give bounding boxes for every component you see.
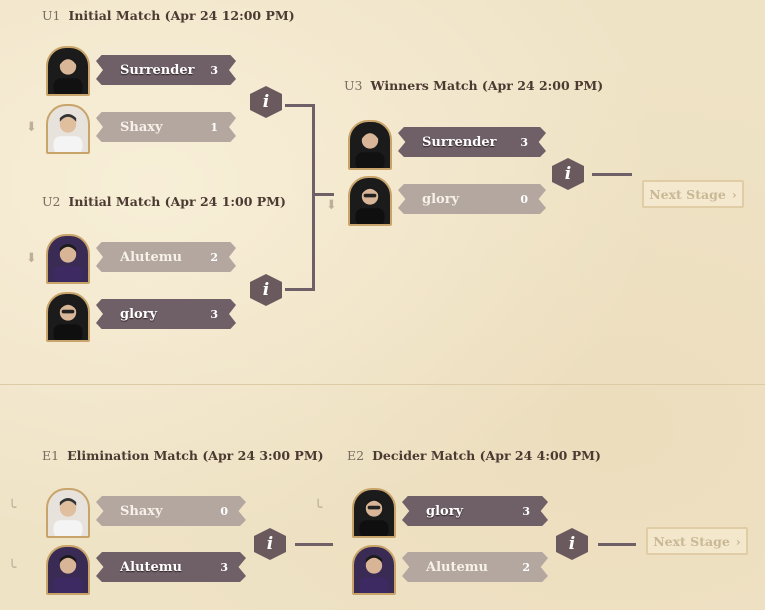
info-icon[interactable]: i — [250, 274, 282, 306]
bracket-connector — [295, 543, 333, 546]
player-banner-u1-2[interactable]: Shaxy 1 — [96, 112, 236, 142]
player-banner-u3-1[interactable]: Surrender 3 — [398, 127, 546, 157]
player-avatar-surrender — [348, 120, 392, 170]
player-score: 3 — [220, 560, 228, 574]
player-name: glory — [426, 503, 464, 519]
bracket-connector — [312, 104, 315, 290]
player-score: 3 — [522, 504, 530, 518]
player-name: Surrender — [422, 134, 497, 150]
player-name: Surrender — [120, 62, 195, 78]
player-banner-u3-2[interactable]: glory 0 — [398, 184, 546, 214]
player-name: glory — [120, 306, 158, 322]
player-banner-u2-1[interactable]: Alutemu 2 — [96, 242, 236, 272]
player-avatar-glory — [46, 292, 90, 342]
player-name: glory — [422, 191, 460, 207]
player-avatar-alutemu — [46, 545, 90, 595]
player-name: Shaxy — [120, 503, 163, 519]
player-banner-u2-2[interactable]: glory 3 — [96, 299, 236, 329]
info-icon[interactable]: i — [250, 86, 282, 118]
arrow-down-icon: ⬇ — [326, 198, 337, 213]
player-score: 1 — [210, 120, 218, 134]
next-stage-button[interactable]: Next Stage › — [642, 180, 744, 208]
player-avatar-shaxy — [46, 488, 90, 538]
player-banner-u1-1[interactable]: Surrender 3 — [96, 55, 236, 85]
player-avatar-surrender — [46, 46, 90, 96]
player-avatar-glory — [352, 488, 396, 538]
player-avatar-shaxy — [46, 104, 90, 154]
player-name: Shaxy — [120, 119, 163, 135]
arrow-down-icon: ⬇ — [26, 251, 37, 266]
player-score: 0 — [220, 504, 228, 518]
bracket-connector — [285, 104, 315, 107]
player-name: Alutemu — [120, 249, 182, 265]
player-banner-e2-1[interactable]: glory 3 — [402, 496, 548, 526]
bracket-hook-icon: ╰ — [314, 500, 323, 516]
bracket-hook-icon: ╰ — [8, 500, 17, 516]
player-score: 3 — [210, 307, 218, 321]
chevron-right-icon: › — [735, 533, 741, 549]
bracket-connector — [598, 543, 636, 546]
player-avatar-alutemu — [352, 545, 396, 595]
player-banner-e2-2[interactable]: Alutemu 2 — [402, 552, 548, 582]
bracket-connector — [592, 173, 632, 176]
chevron-right-icon: › — [731, 186, 737, 202]
bracket-connector — [312, 193, 334, 196]
bracket-hook-icon: ╰ — [8, 560, 17, 576]
player-score: 2 — [210, 250, 218, 264]
player-banner-e1-1[interactable]: Shaxy 0 — [96, 496, 246, 526]
player-name: Alutemu — [426, 559, 488, 575]
player-score: 3 — [210, 63, 218, 77]
player-avatar-glory — [348, 176, 392, 226]
player-score: 2 — [522, 560, 530, 574]
next-stage-button[interactable]: Next Stage › — [646, 527, 748, 555]
player-score: 3 — [520, 135, 528, 149]
player-banner-e1-2[interactable]: Alutemu 3 — [96, 552, 246, 582]
arrow-down-icon: ⬇ — [26, 120, 37, 135]
player-avatar-alutemu — [46, 234, 90, 284]
bracket-connector — [285, 288, 315, 291]
player-score: 0 — [520, 192, 528, 206]
section-divider — [0, 384, 765, 385]
player-name: Alutemu — [120, 559, 182, 575]
